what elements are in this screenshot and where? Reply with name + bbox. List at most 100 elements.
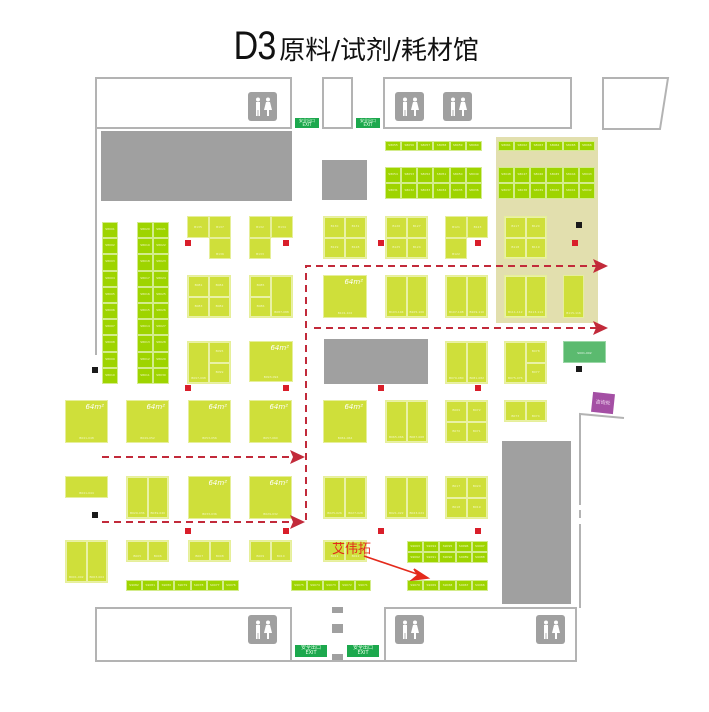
booth[interactable]: S8048 [498, 167, 515, 183]
booth[interactable]: S8042 [578, 183, 595, 199]
booth[interactable]: S8022 [153, 238, 169, 255]
booth[interactable]: B083 [188, 296, 209, 317]
booth[interactable]: S8017 [137, 270, 153, 287]
booth[interactable]: S9078 [190, 580, 207, 591]
booth[interactable]: B067-068 [406, 401, 427, 442]
booth[interactable]: S8058 [433, 141, 450, 151]
booth[interactable]: B021-022 [386, 477, 407, 518]
booth-b133[interactable]: B133 [249, 238, 271, 259]
booth[interactable]: B069 [446, 401, 467, 422]
booth[interactable]: S8019 [137, 238, 153, 255]
booth[interactable]: B077 [525, 362, 546, 383]
booth[interactable]: S8064 [546, 141, 563, 151]
booth[interactable]: S8023 [153, 254, 169, 271]
booth[interactable]: S8038 [514, 183, 531, 199]
booth[interactable]: S8008 [102, 335, 118, 352]
booth[interactable]: S8003 [102, 254, 118, 271]
booth[interactable]: S9072 [339, 580, 355, 591]
booth[interactable]: S8012 [137, 351, 153, 368]
booth[interactable]: S9066 [471, 580, 488, 591]
booth[interactable]: B103-104 [386, 276, 407, 317]
booth[interactable]: B001-002 [66, 541, 87, 582]
booth[interactable]: S8045 [546, 167, 563, 183]
booth[interactable]: S8006 [102, 303, 118, 320]
booth[interactable]: S9068 [439, 580, 456, 591]
booth[interactable]: B109-110 [466, 276, 487, 317]
booth[interactable]: B128 [345, 237, 366, 258]
booth[interactable]: B107-108 [446, 276, 467, 317]
booth-b134[interactable]: B134 [271, 216, 293, 238]
booth[interactable]: S9091 [423, 552, 440, 563]
booth[interactable]: S8063 [530, 141, 547, 151]
booth[interactable]: S8005 [102, 286, 118, 303]
booth[interactable]: S8046 [530, 167, 547, 183]
booth[interactable]: B086 [250, 296, 271, 317]
booth[interactable]: S8037 [498, 183, 515, 199]
booth[interactable]: S8007 [102, 319, 118, 336]
booth[interactable]: S8009 [102, 351, 118, 368]
booth-b122[interactable]: B122 [445, 238, 467, 259]
booth[interactable]: B124 [406, 237, 427, 258]
booth[interactable]: S9082 [126, 580, 143, 591]
booth[interactable]: B117 [505, 217, 526, 238]
booth[interactable]: B095 [209, 342, 230, 363]
booth[interactable]: S9070 [407, 580, 424, 591]
booth[interactable]: B073 [505, 401, 526, 421]
booth[interactable]: B065-066 [386, 401, 407, 442]
booth[interactable]: S8041 [562, 183, 579, 199]
booth[interactable]: S9081 [142, 580, 159, 591]
booth[interactable]: B129 [324, 237, 345, 258]
booth[interactable]: B029-036 [127, 477, 148, 518]
booth[interactable]: S8056 [401, 141, 418, 151]
booth[interactable]: B127 [406, 217, 427, 238]
booth[interactable]: S8044 [562, 167, 579, 183]
booth[interactable]: S8016 [137, 286, 153, 303]
service-booth[interactable]: S001-002 [563, 341, 606, 363]
booth[interactable]: B075-076 [505, 342, 526, 383]
booth[interactable]: S9067 [455, 580, 472, 591]
booth[interactable]: S8024 [153, 270, 169, 287]
booth[interactable]: S9093 [407, 541, 424, 552]
booth[interactable]: S9094 [423, 541, 440, 552]
booth[interactable]: S9089 [455, 552, 472, 563]
booth-b136[interactable]: B136 [209, 238, 231, 259]
booth[interactable]: S8034 [433, 183, 450, 199]
booth[interactable]: B085 [250, 276, 271, 297]
booth-b132[interactable]: B132 [249, 216, 271, 238]
booth[interactable]: S8015 [137, 303, 153, 320]
booth[interactable]: S8036 [465, 183, 482, 199]
booth[interactable]: S8018 [137, 254, 153, 271]
booth[interactable]: S8047 [514, 167, 531, 183]
booth[interactable]: S9075 [291, 580, 307, 591]
booth[interactable]: S9096 [455, 541, 472, 552]
booth[interactable]: S9077 [206, 580, 223, 591]
booth-b115-116[interactable]: B115-116 [563, 275, 584, 318]
booth[interactable]: B082 [209, 296, 230, 317]
booth[interactable]: S8066 [578, 141, 595, 151]
booth[interactable]: B039-040 [147, 477, 168, 518]
booth[interactable]: B119 [525, 237, 546, 258]
booth[interactable]: S8033 [417, 183, 434, 199]
booth[interactable]: S8051 [433, 167, 450, 183]
booth[interactable]: B011 [324, 541, 345, 561]
booth[interactable]: B020 [466, 477, 487, 498]
booth[interactable]: S8050 [449, 167, 466, 183]
booth[interactable]: S9092 [407, 552, 424, 563]
booth[interactable]: B079-080 [446, 342, 467, 383]
booth[interactable]: S9079 [174, 580, 191, 591]
booth[interactable]: S8040 [546, 183, 563, 199]
booth[interactable]: B006 [147, 541, 168, 561]
booth[interactable]: B023-024 [406, 477, 427, 518]
booth[interactable]: S8057 [417, 141, 434, 151]
booth[interactable]: B009 [250, 541, 271, 561]
booth[interactable]: S8021 [153, 222, 169, 239]
booth[interactable]: B120 [525, 217, 546, 238]
booth[interactable]: B111-112 [505, 276, 526, 317]
booth[interactable]: S8020 [137, 222, 153, 239]
booth[interactable]: B105-106 [406, 276, 427, 317]
booth[interactable]: B074 [525, 401, 546, 421]
booth[interactable]: B131 [345, 217, 366, 238]
